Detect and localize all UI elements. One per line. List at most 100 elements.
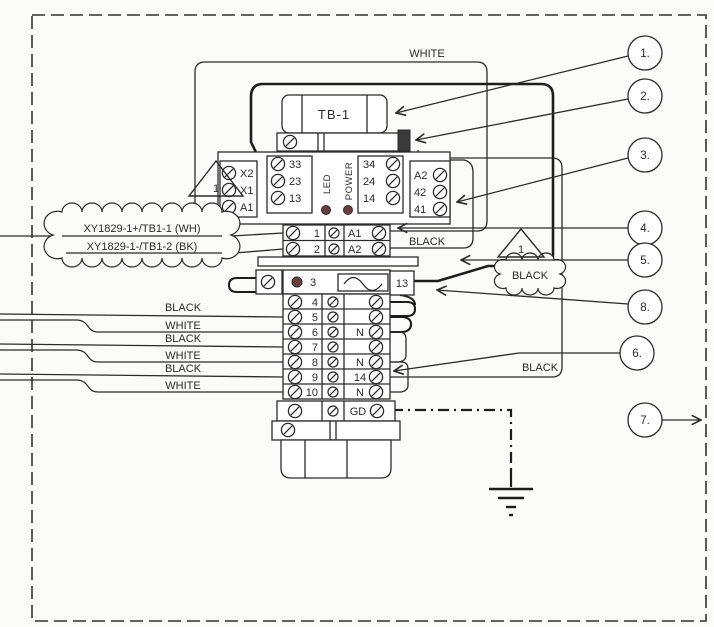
callout-8: 8. [627, 289, 663, 325]
terminal-label: GD [350, 406, 367, 418]
leader-3 [457, 157, 629, 202]
screw-terminal-icon [368, 384, 384, 400]
strip-row-8: 8 N [287, 354, 384, 370]
cable-label-bk: XY1829-1-/TB1-2 (BK) [87, 241, 198, 253]
wire-white-1 [0, 319, 283, 333]
screw-terminal-icon [287, 403, 303, 419]
screw-terminal-icon [287, 324, 303, 340]
strip-row-7: 7 [287, 339, 384, 355]
callout-2: 2. [627, 78, 663, 114]
jumper-6-8 [381, 331, 407, 363]
callout-1: 1. [627, 35, 663, 71]
screw-terminal-icon [371, 225, 387, 241]
terminal-number: 10 [306, 387, 318, 399]
wire-white-3 [0, 379, 283, 393]
terminal-label: 24 [363, 176, 375, 188]
terminal-label: X2 [240, 168, 253, 180]
wire-white-2 [0, 349, 283, 363]
screw-terminal-icon [368, 339, 384, 355]
screw-terminal-icon [280, 422, 296, 438]
power-label: POWER [344, 162, 355, 200]
warning-triangle-left: 1 [187, 159, 245, 197]
screw-terminal-icon [432, 167, 448, 183]
terminal-label: 13 [396, 278, 408, 290]
screw-terminal-icon [369, 403, 385, 419]
screw-terminal-icon [327, 405, 339, 417]
screw-terminal-icon [385, 173, 401, 189]
screw-terminal-icon [368, 294, 384, 310]
wire-row3-loop [227, 276, 283, 294]
screw-terminal-icon [260, 274, 276, 290]
terminal-label: N [356, 387, 364, 399]
callout-number: 8. [640, 302, 650, 314]
relay-base-tab [397, 129, 411, 152]
ac-sine-icon [343, 276, 383, 292]
wire-color-label: BLACK [165, 333, 202, 345]
screw-terminal-icon [327, 311, 339, 323]
callout-number: 5. [640, 255, 650, 267]
screw-terminal-icon [368, 369, 384, 385]
coil-row-2: 2 A2 [285, 241, 387, 257]
screw-terminal-icon [287, 294, 303, 310]
led-indicator-icon [321, 205, 331, 215]
screw-terminal-icon [327, 386, 339, 398]
terminal-number: 2 [314, 244, 320, 256]
black-coil-label: BLACK [409, 236, 446, 248]
jumper-4-5 [381, 300, 417, 318]
screw-terminal-icon [282, 134, 298, 150]
jumper-8-10 [381, 361, 409, 393]
screw-terminal-icon [432, 201, 448, 217]
callout-number: 3. [640, 150, 650, 162]
screw-terminal-icon [327, 371, 339, 383]
coil-row-1: 1 A1 [285, 225, 387, 241]
terminal-label: A1 [240, 202, 253, 214]
terminal-label: 42 [414, 187, 426, 199]
leader-2 [416, 98, 629, 140]
indicator-dot-icon [291, 276, 303, 288]
screw-terminal-icon [328, 227, 340, 239]
screw-terminal-icon [270, 173, 286, 189]
terminal-label: 23 [289, 176, 301, 188]
jumper-5-6 [381, 315, 413, 334]
wire-color-label: WHITE [165, 380, 200, 392]
screw-terminal-icon [327, 356, 339, 368]
screw-terminal-icon [270, 156, 286, 172]
wire-black-2 [0, 343, 284, 348]
callout-5: 5. [627, 242, 663, 278]
callout-balloons: 1. 2. 3. 4. 5. 8. 6. 7. [619, 35, 663, 438]
strip-row-6: 6 N [287, 324, 384, 340]
screw-terminal-icon [285, 241, 301, 257]
terminal-number: 3 [310, 277, 316, 289]
screw-terminal-icon [371, 241, 387, 257]
terminal-label: 14 [354, 372, 366, 384]
wire-black-3 [0, 373, 284, 378]
terminal-number: 1 [314, 228, 320, 240]
screw-terminal-icon [221, 182, 237, 198]
terminal-label: X1 [240, 185, 253, 197]
leader-1 [396, 55, 629, 113]
callout-number: 4. [640, 223, 650, 235]
cable-cloud: XY1829-1+/TB1-1 (WH) XY1829-1-/TB1-2 (BK… [43, 202, 241, 268]
sheet-dashed-border [31, 14, 707, 622]
white-top-label: WHITE [409, 48, 444, 60]
callout-number: 1. [640, 48, 650, 60]
terminal-label: 14 [363, 193, 375, 205]
wire-ground-dashdot [392, 408, 513, 470]
wire-color-label: BLACK [165, 302, 202, 314]
strip-connector-body [271, 420, 401, 479]
strip-row-10: 10 N [287, 384, 384, 400]
screw-terminal-icon [287, 354, 303, 370]
leader-6 [394, 352, 620, 371]
screw-terminal-icon [385, 156, 401, 172]
callout-leaders [394, 55, 701, 420]
callout-6: 6. [619, 335, 655, 371]
triangle-number: 1 [213, 183, 219, 195]
relay-block: TB-1 X2 X1 A1 33 23 13 LED PO [217, 94, 451, 225]
callout-4: 4. [627, 210, 663, 246]
contact-row-3: 3 13 [255, 269, 415, 296]
leader-8 [437, 290, 629, 305]
relay-terminals-left-outer: X2 X1 A1 [219, 160, 258, 218]
screw-terminal-icon [327, 296, 339, 308]
black-cloud-label: BLACK [512, 270, 549, 282]
